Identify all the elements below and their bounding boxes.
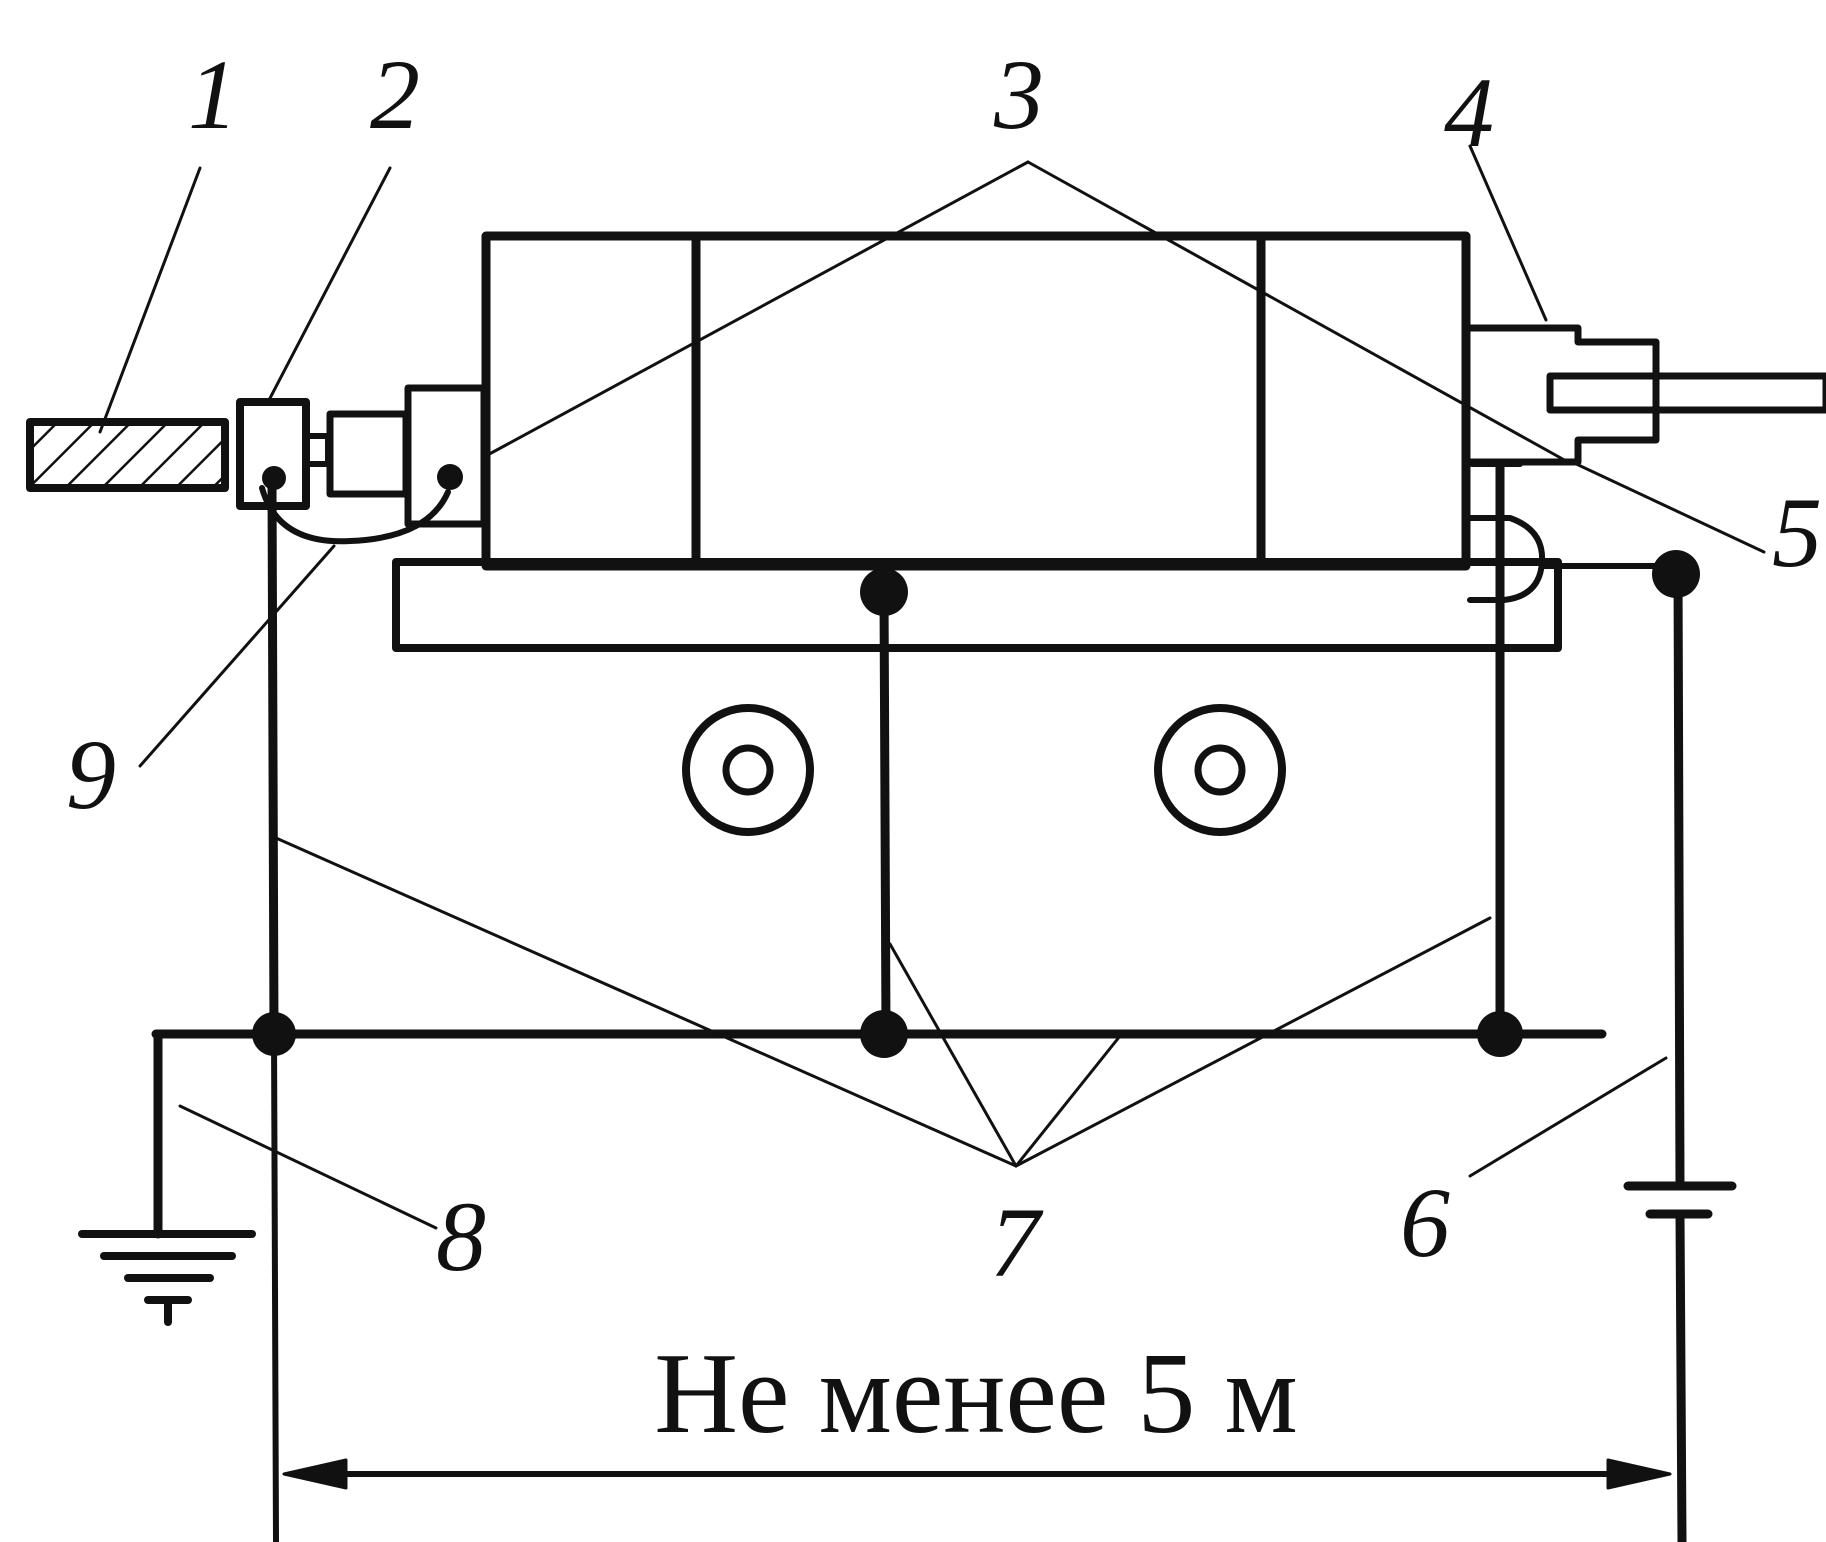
- label-8: 8: [436, 1181, 486, 1292]
- left-ground-lead: [267, 479, 279, 1037]
- label-3: 3: [993, 39, 1044, 150]
- loop-5: [1467, 515, 1546, 603]
- label-1: 1: [188, 39, 238, 150]
- jumper-9: [259, 485, 451, 545]
- label-7: 7: [990, 1187, 1044, 1298]
- label-5: 5: [1772, 477, 1822, 588]
- label-6: 6: [1400, 1167, 1450, 1278]
- extension-line-left: [271, 1031, 279, 1542]
- earth-electrode-8: [78, 1029, 256, 1326]
- dimension-label: Не менее 5 м: [654, 1330, 1298, 1458]
- output-connector-4: [1466, 324, 1826, 466]
- wheel-right: [1154, 704, 1286, 836]
- label-2: 2: [370, 39, 420, 150]
- hatched-cable: [26, 418, 229, 492]
- chassis-frame: [392, 558, 1562, 652]
- junction-dots: [252, 550, 1700, 1058]
- label-4: 4: [1444, 57, 1494, 168]
- leader-lines: [98, 144, 1766, 1230]
- dimension-line: [282, 1458, 1672, 1490]
- terminal-left: [404, 384, 488, 528]
- wheel-left: [682, 704, 814, 836]
- label-9: 9: [66, 719, 116, 830]
- power-unit-body: [481, 231, 1471, 571]
- remote-ground-6: [1623, 561, 1737, 1542]
- center-ground-lead: [879, 587, 891, 1037]
